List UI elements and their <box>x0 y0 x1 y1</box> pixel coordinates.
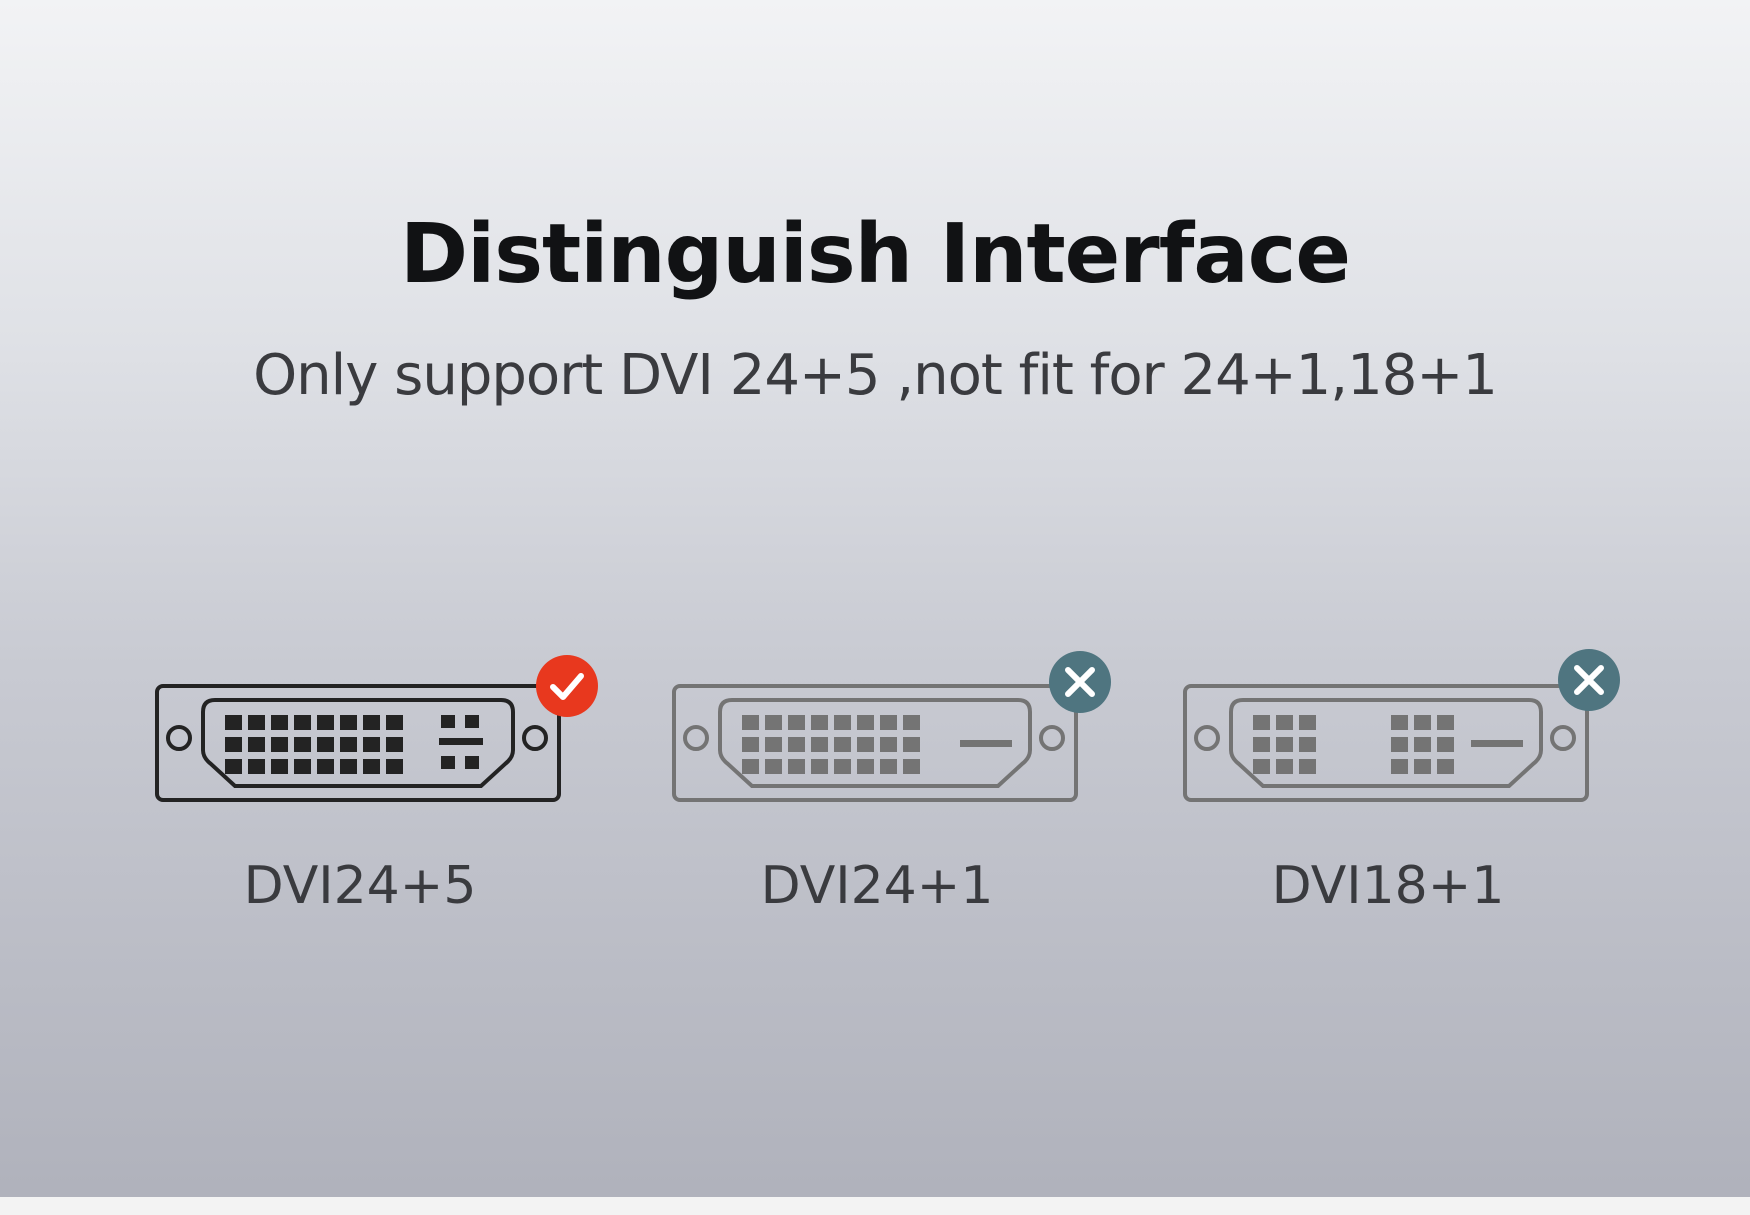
connector-dvi-24-1 <box>672 648 1111 808</box>
check-icon <box>536 655 598 717</box>
connector-label-dvi-24-5: DVI24+5 <box>243 856 477 916</box>
supported-badge <box>535 654 599 718</box>
dvi-18-1-connector-icon <box>1183 684 1589 802</box>
page-subtitle: Only support DVI 24+5 ,not fit for 24+1,… <box>253 343 1498 408</box>
connector-label-dvi-24-1: DVI24+1 <box>760 856 994 916</box>
dvi-24-1-connector-icon <box>672 684 1078 802</box>
connector-dvi-24-5 <box>155 648 598 808</box>
bottom-border-strip <box>0 1196 1750 1215</box>
page-title: Distinguish Interface <box>400 207 1351 302</box>
close-icon <box>1049 651 1111 713</box>
connector-dvi-18-1 <box>1183 648 1620 808</box>
not-supported-badge <box>1557 648 1621 712</box>
connector-label-dvi-18-1: DVI18+1 <box>1271 856 1505 916</box>
close-icon <box>1558 649 1620 711</box>
not-supported-badge <box>1048 650 1112 714</box>
dvi-24-5-connector-icon <box>155 684 561 802</box>
